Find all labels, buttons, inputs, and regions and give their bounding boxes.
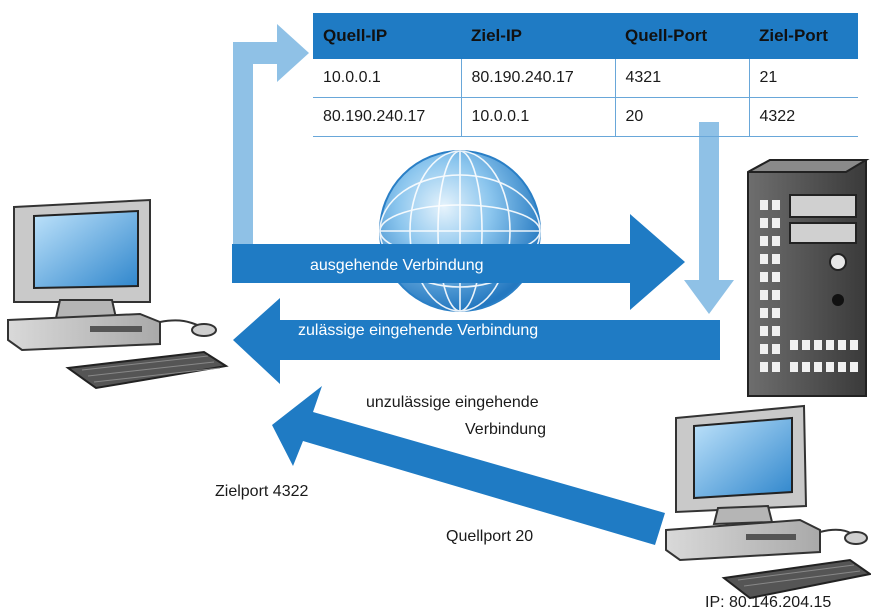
table-cell: 21	[748, 59, 858, 98]
table-cell: 4321	[614, 59, 749, 98]
table-row: 10.0.0.1 80.190.240.17 4321 21	[313, 59, 858, 98]
disallowed-incoming-arrow	[272, 386, 665, 545]
table-cell: 20	[614, 97, 749, 137]
header-source-ip: Quell-IP	[313, 13, 461, 59]
table-cell: 80.190.240.17	[313, 97, 461, 137]
table-lookup-arrow	[233, 24, 309, 257]
dest-port-label: Zielport 4322	[215, 483, 309, 500]
disallowed-incoming-label-line2: Verbindung	[465, 421, 546, 438]
header-source-port: Quell-Port	[615, 13, 749, 59]
outgoing-connection-label: ausgehende Verbindung	[310, 257, 484, 274]
table-cell: 10.0.0.1	[313, 59, 461, 98]
disallowed-incoming-label-line1: unzulässige eingehende	[366, 394, 539, 411]
server-tower-icon	[747, 159, 870, 397]
connection-table: Quell-IP Ziel-IP Quell-Port Ziel-Port 10…	[313, 13, 858, 137]
table-row: 80.190.240.17 10.0.0.1 20 4322	[313, 97, 858, 137]
header-dest-ip: Ziel-IP	[461, 13, 615, 59]
return-lookup-arrow	[684, 122, 734, 314]
desktop-computer-icon	[7, 198, 229, 390]
source-port-label: Quellport 20	[446, 528, 534, 545]
internet-globe-icon	[379, 150, 541, 312]
table-cell: 4322	[748, 97, 858, 137]
remote-computer-icon	[665, 404, 871, 600]
outgoing-arrow	[232, 214, 685, 310]
table-cell: 80.190.240.17	[460, 59, 615, 98]
table-header-row: Quell-IP Ziel-IP Quell-Port Ziel-Port	[313, 13, 858, 59]
header-dest-port: Ziel-Port	[749, 13, 858, 59]
allowed-incoming-arrow	[233, 298, 720, 384]
allowed-incoming-label: zulässige eingehende Verbindung	[298, 322, 539, 339]
table-cell: 10.0.0.1	[460, 97, 615, 137]
ip-address-label: IP: 80.146.204.15	[705, 594, 832, 611]
